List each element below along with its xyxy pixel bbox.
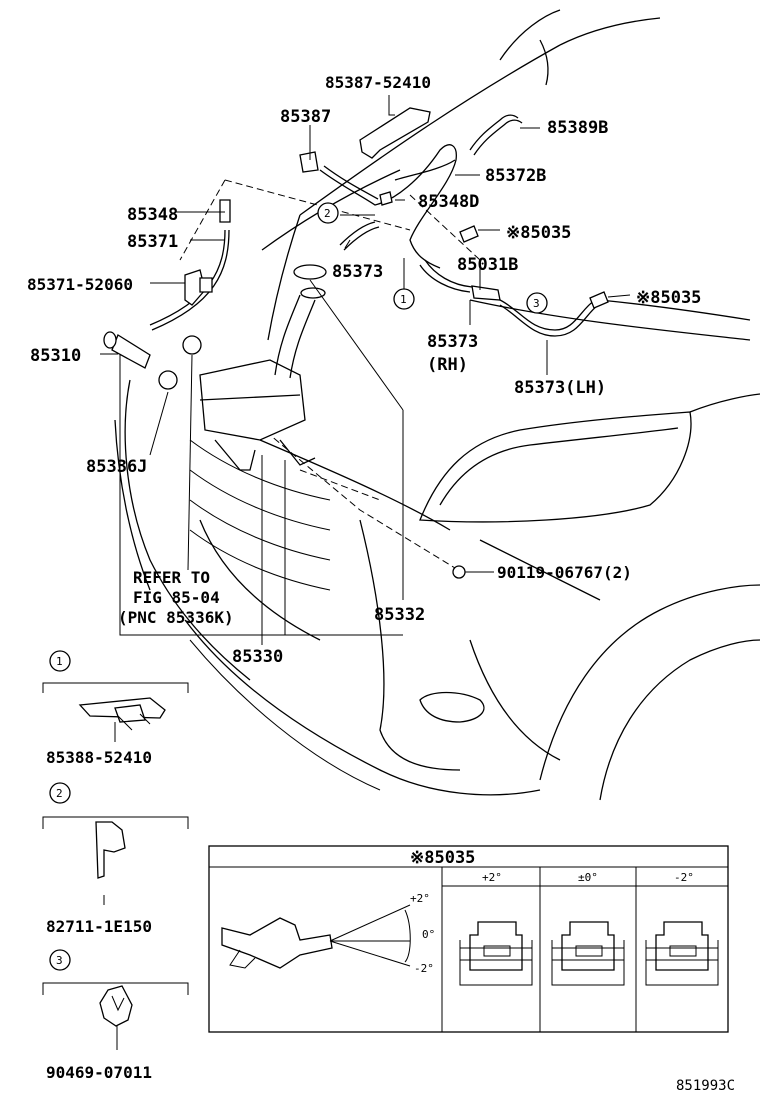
nozzle-angle-table: ※85035 +2° ±0° -2° +2° 0° -2°	[208, 845, 729, 1033]
label-85372b: 85372B	[485, 166, 546, 186]
refer-line-1: REFER TO	[133, 568, 210, 587]
angle-minus2: -2°	[414, 962, 434, 975]
label-85330: 85330	[232, 647, 283, 667]
callouts-main: 2 1 3	[317, 202, 548, 314]
dashed-leaders	[179, 179, 481, 569]
nozzle-view-minus2	[645, 921, 719, 986]
svg-text:3: 3	[56, 954, 63, 967]
label-85035-b: ※85035	[636, 288, 701, 308]
svg-text:1: 1	[400, 293, 407, 306]
label-85373-rh: 85373	[427, 332, 478, 352]
figure-code: 851993C	[676, 1078, 735, 1094]
label-85373-top: 85373	[332, 262, 383, 282]
col-plus2: +2°	[482, 871, 502, 884]
detail2-part-number: 82711-1E150	[46, 917, 152, 936]
leader-lines	[100, 95, 631, 645]
label-85389b: 85389B	[547, 118, 608, 138]
detail-1: 1 85388-52410	[42, 650, 189, 767]
label-85310: 85310	[30, 346, 81, 366]
label-85348: 85348	[127, 205, 178, 225]
label-85336j: 85336J	[86, 457, 147, 477]
angle-plus2: +2°	[410, 892, 430, 905]
label-85373-lh: 85373(LH)	[514, 378, 606, 398]
table-title: ※85035	[410, 848, 475, 868]
nozzle-view-zero	[551, 921, 625, 986]
detail1-part-number: 85388-52410	[46, 748, 152, 767]
label-85031b: 85031B	[457, 255, 518, 275]
label-85348d: 85348D	[418, 192, 479, 212]
svg-text:1: 1	[56, 655, 63, 668]
label-rh: (RH)	[427, 355, 468, 375]
col-zero: ±0°	[578, 871, 598, 884]
label-85387-52410: 85387-52410	[325, 73, 431, 92]
hose-assembly	[103, 107, 609, 579]
refer-line-2: FIG 85-04	[133, 588, 220, 607]
svg-text:2: 2	[324, 207, 331, 220]
vehicle-outline	[114, 9, 760, 801]
detail-3: 3 90469-07011	[42, 949, 189, 1082]
detail3-part-number: 90469-07011	[46, 1063, 152, 1082]
svg-text:3: 3	[533, 297, 540, 310]
angle-zero: 0°	[422, 928, 435, 941]
label-85371: 85371	[127, 232, 178, 252]
col-minus2: -2°	[674, 871, 694, 884]
label-85371-52060: 85371-52060	[27, 275, 133, 294]
svg-text:2: 2	[56, 787, 63, 800]
refer-line-3: (PNC 85336K)	[118, 608, 234, 627]
label-85387: 85387	[280, 107, 331, 127]
label-bolt: 90119-06767(2)	[497, 563, 632, 582]
label-85332: 85332	[374, 605, 425, 625]
part-labels: 85387-52410 85387 85389B 85372B 85348 85…	[27, 73, 701, 667]
detail-2: 2 82711-1E150	[42, 782, 189, 936]
nozzle-view-plus2	[459, 921, 533, 986]
label-85035-a: ※85035	[506, 223, 571, 243]
